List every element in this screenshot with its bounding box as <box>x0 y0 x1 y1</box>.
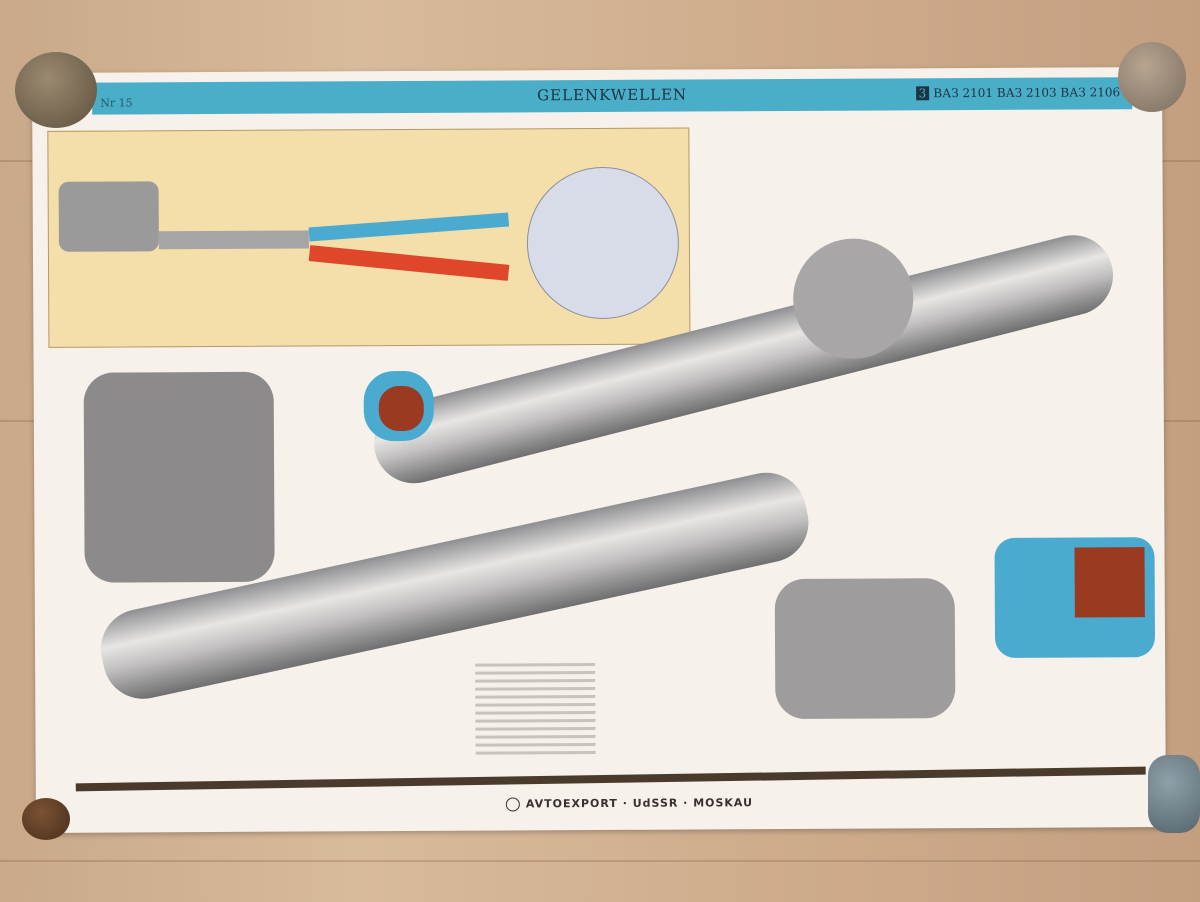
models: ВАЗ 2101 ВАЗ 2103 ВАЗ 2106 <box>933 85 1121 101</box>
publisher-footer: AVTOEXPORT · UdSSR · MOSKAU <box>505 796 754 812</box>
stone-weight <box>1148 755 1200 833</box>
axle-detail-circle <box>526 166 680 320</box>
parts-legend <box>475 657 766 760</box>
cutaway-interior <box>378 385 424 432</box>
bottom-stripe <box>75 766 1146 792</box>
joint-interior-right <box>1074 547 1145 618</box>
avtoexport-logo-icon <box>505 797 520 812</box>
driveshaft-lower-position <box>308 245 510 281</box>
driveshaft-silhouette <box>158 230 309 250</box>
stone-weight <box>22 798 70 840</box>
stone-weight <box>1118 42 1186 112</box>
stone-weight <box>15 52 97 128</box>
universal-joint-cutaway <box>83 371 275 583</box>
vehicle-overview-inset <box>47 127 691 348</box>
model-number: 3 <box>915 86 930 101</box>
gearbox-silhouette <box>58 181 159 252</box>
footer-text: AVTOEXPORT · UdSSR · MOSKAU <box>525 796 754 811</box>
floor-plank <box>0 860 1200 862</box>
driveshaft-upper-position <box>308 212 510 242</box>
yoke-exploded-view <box>774 578 956 720</box>
center-bearing <box>792 238 914 359</box>
